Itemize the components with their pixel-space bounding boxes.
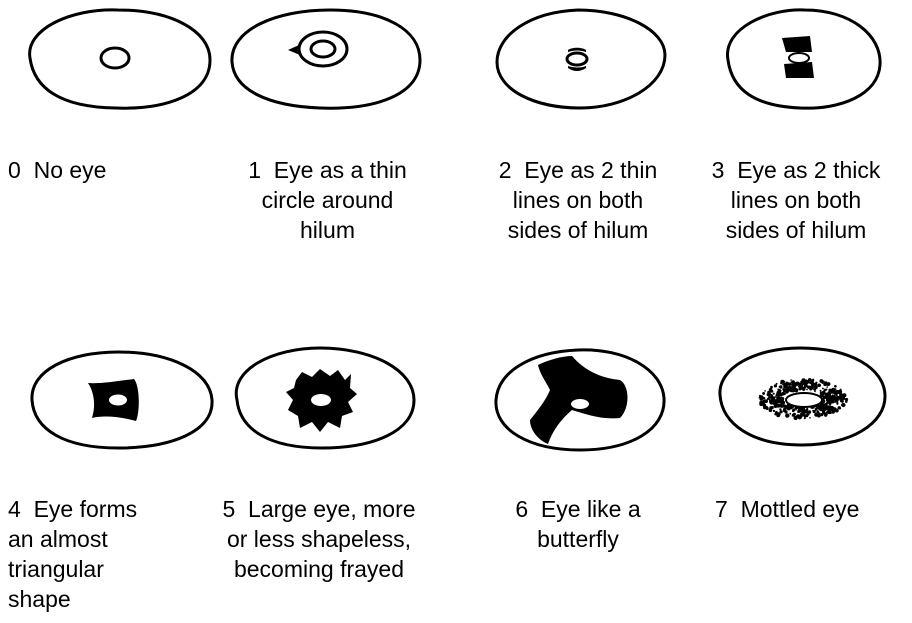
score-6: 6: [515, 496, 528, 522]
caption-7-line-1: Mottled eye: [741, 496, 860, 522]
caption-5: 5 Large eye, more or less shapeless, bec…: [188, 494, 450, 584]
caption-5-line-3: becoming frayed: [188, 554, 450, 584]
caption-6: 6 Eye like a butterfly: [488, 494, 668, 554]
score-4: 4: [8, 496, 21, 522]
caption-6-line-2: butterfly: [488, 524, 668, 554]
caption-5-line-1: Large eye, more: [248, 496, 415, 522]
caption-4-line-2: an almost: [8, 524, 137, 554]
score-5: 5: [222, 496, 235, 522]
bean-illustration-7: [0, 0, 1, 1]
caption-4-line-4: shape: [8, 584, 137, 614]
caption-4-line-3: triangular: [8, 554, 137, 584]
hilum-7: [786, 393, 822, 407]
caption-5-line-2: or less shapeless,: [188, 524, 450, 554]
caption-6-line-1: Eye like a: [541, 496, 641, 522]
caption-4: 4 Eye forms an almost triangular shape: [8, 494, 137, 614]
score-7: 7: [715, 496, 728, 522]
caption-7: 7 Mottled eye: [715, 494, 859, 524]
caption-4-line-1: Eye forms: [34, 496, 138, 522]
